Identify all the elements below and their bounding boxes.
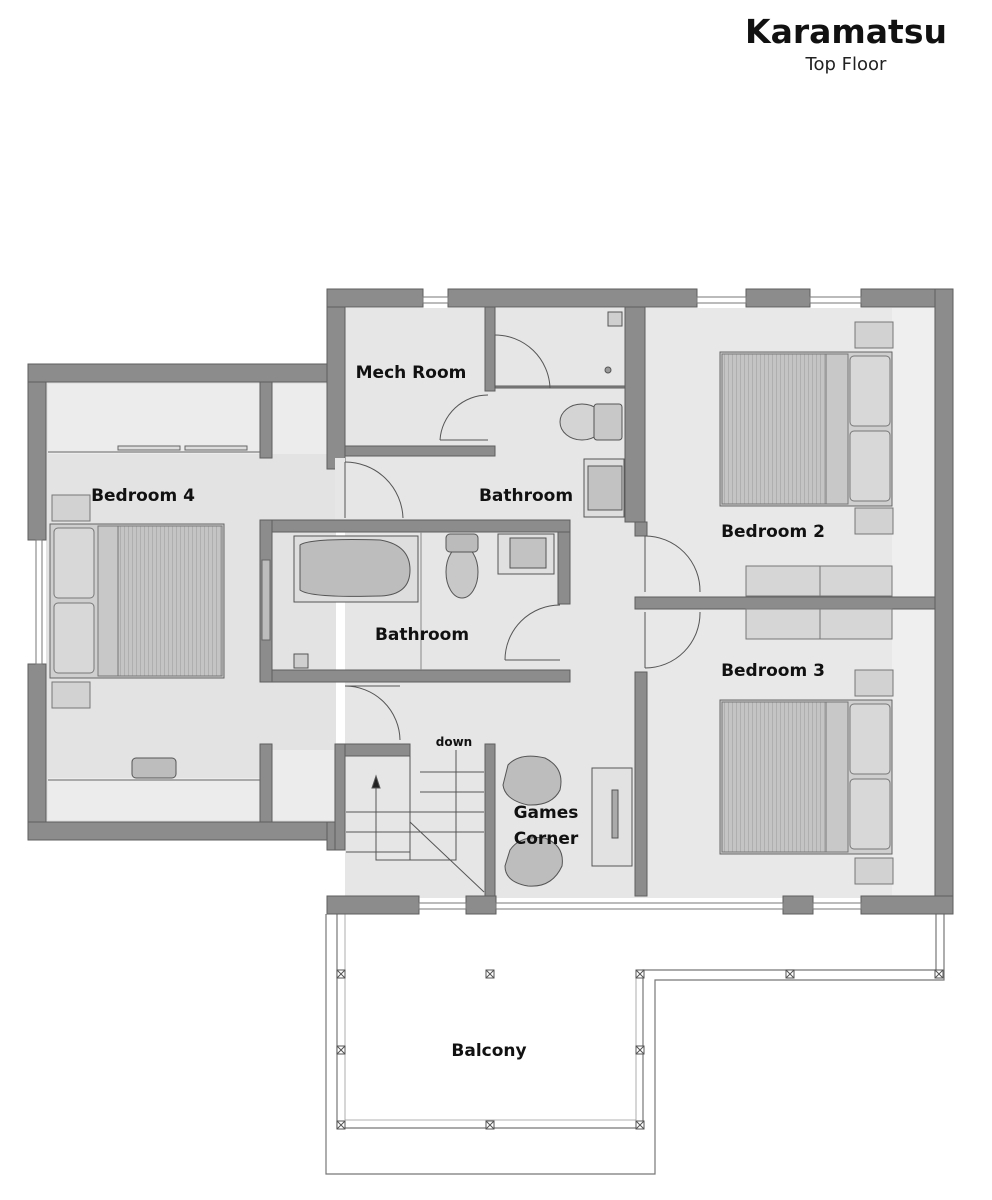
bed-bedroom3	[719, 608, 894, 885]
room-labels: Mech Room Bathroom Bedroom 4 Bedroom 2 B…	[91, 363, 825, 1061]
plan-subtitle: Top Floor	[805, 54, 887, 75]
label-bedroom-4: Bedroom 4	[91, 486, 195, 506]
label-mech-room: Mech Room	[356, 363, 467, 383]
walls	[27, 288, 954, 915]
games-corner-furniture	[502, 755, 633, 887]
stairs	[346, 750, 485, 893]
label-games-corner-2: Corner	[514, 829, 579, 849]
label-stairs-down: down	[436, 735, 472, 749]
label-bathroom-upper: Bathroom	[479, 486, 573, 506]
label-bathroom-lower: Bathroom	[375, 625, 469, 645]
label-bedroom-2: Bedroom 2	[721, 522, 825, 542]
plan-title: Karamatsu	[745, 12, 947, 51]
lower-bathroom-fixtures	[293, 532, 555, 670]
bed-bedroom2	[719, 321, 894, 597]
upper-bathroom-fixtures	[559, 311, 625, 518]
label-bedroom-3: Bedroom 3	[721, 661, 825, 681]
bed-bedroom4	[49, 494, 271, 779]
balcony	[325, 914, 945, 1175]
wardrobe-bedroom4	[48, 445, 260, 781]
windows	[35, 296, 862, 910]
label-games-corner-1: Games	[514, 803, 579, 823]
doors	[344, 334, 701, 741]
label-balcony: Balcony	[451, 1041, 526, 1061]
